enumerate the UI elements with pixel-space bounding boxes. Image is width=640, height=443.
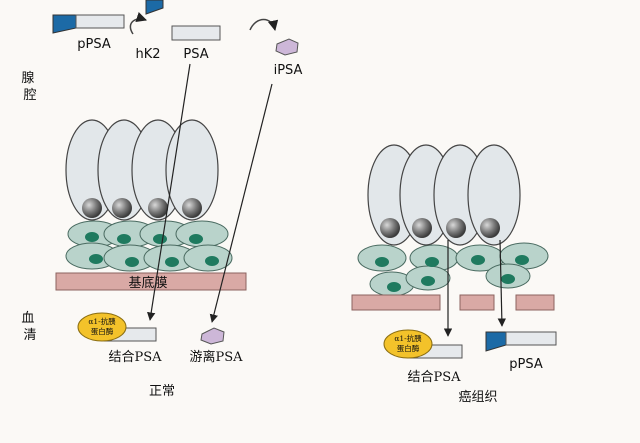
cancer-basal-cells [357,242,549,297]
pro-peptide-fragment [145,0,164,15]
bound-psa-label-normal: 结合PSA [108,350,162,365]
alpha1-label-line1: α1-抗胰 [88,316,116,326]
ppsa-cancer-label: pPSA [509,357,543,372]
ipsa-conversion-arrow [249,18,279,32]
free-psa-label: 游离PSA [189,349,243,365]
ipsa-leak-arrow-normal [209,83,273,323]
normal-caption: 正常 [149,384,175,399]
ppsa-molecule-top [52,14,125,34]
cancer-caption: 癌组织 [458,389,497,405]
ppsa-leak-arrow-cancer [497,239,507,327]
serum-char-2: 清 [23,328,36,343]
ppsa-molecule-cancer [485,331,557,352]
bound-psa-complex-cancer: α1-抗胰 蛋白酶 [383,329,463,359]
basement-membrane-cancer-broken [351,294,555,311]
ppsa-top-label: pPSA [77,37,111,52]
hk2-cleavage-arrow [129,12,147,35]
cancer-secretory-cells [367,144,521,246]
serum-label: 血 清 [21,311,38,343]
hk2-label: hK2 [135,47,160,62]
normal-secretory-cells [65,119,219,221]
lumen-char-2: 腔 [23,88,36,103]
free-psa-molecule [200,327,225,345]
bound-psa-complex-normal: α1-抗胰 蛋白酶 [77,312,157,342]
lumen-char-1: 腺 [21,71,34,86]
psa-label: PSA [183,47,208,62]
psa-molecule [171,25,221,41]
alpha1-label-line2: 蛋白酶 [91,326,114,336]
lumen-label: 腺 腔 [21,71,38,103]
alpha1-label-line2-cancer: 蛋白酶 [397,343,420,353]
ipsa-label: iPSA [274,63,303,78]
basement-membrane-normal [55,272,247,291]
psa-leak-arrow-normal [147,63,191,321]
alpha1-label-line1-cancer: α1-抗胰 [394,333,422,343]
basement-membrane-label: 基底膜 [128,275,167,291]
serum-char-1: 血 [21,311,34,326]
bound-psa-label-cancer: 结合PSA [407,370,461,385]
normal-basal-cells [65,220,233,272]
ipsa-molecule [275,38,299,56]
